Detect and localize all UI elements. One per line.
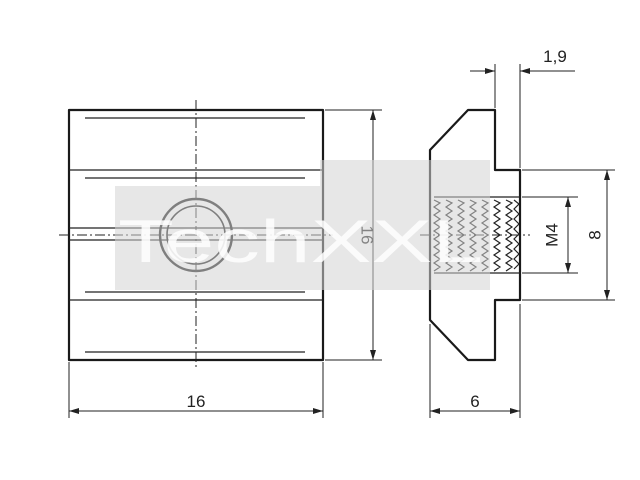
offset-label: 1,9 (543, 47, 567, 66)
watermark-box-right (320, 160, 490, 290)
depth-label: 6 (470, 392, 479, 411)
thread-length-label: 8 (585, 230, 604, 239)
watermark-text: TechXXL (118, 208, 483, 275)
width-label: 16 (187, 392, 206, 411)
side-view-dimensions: 1,9 M4 8 6 (429, 47, 615, 418)
thread-label: M4 (542, 223, 561, 247)
watermark-box-left (115, 186, 320, 290)
watermark: TechXXL (115, 160, 490, 290)
